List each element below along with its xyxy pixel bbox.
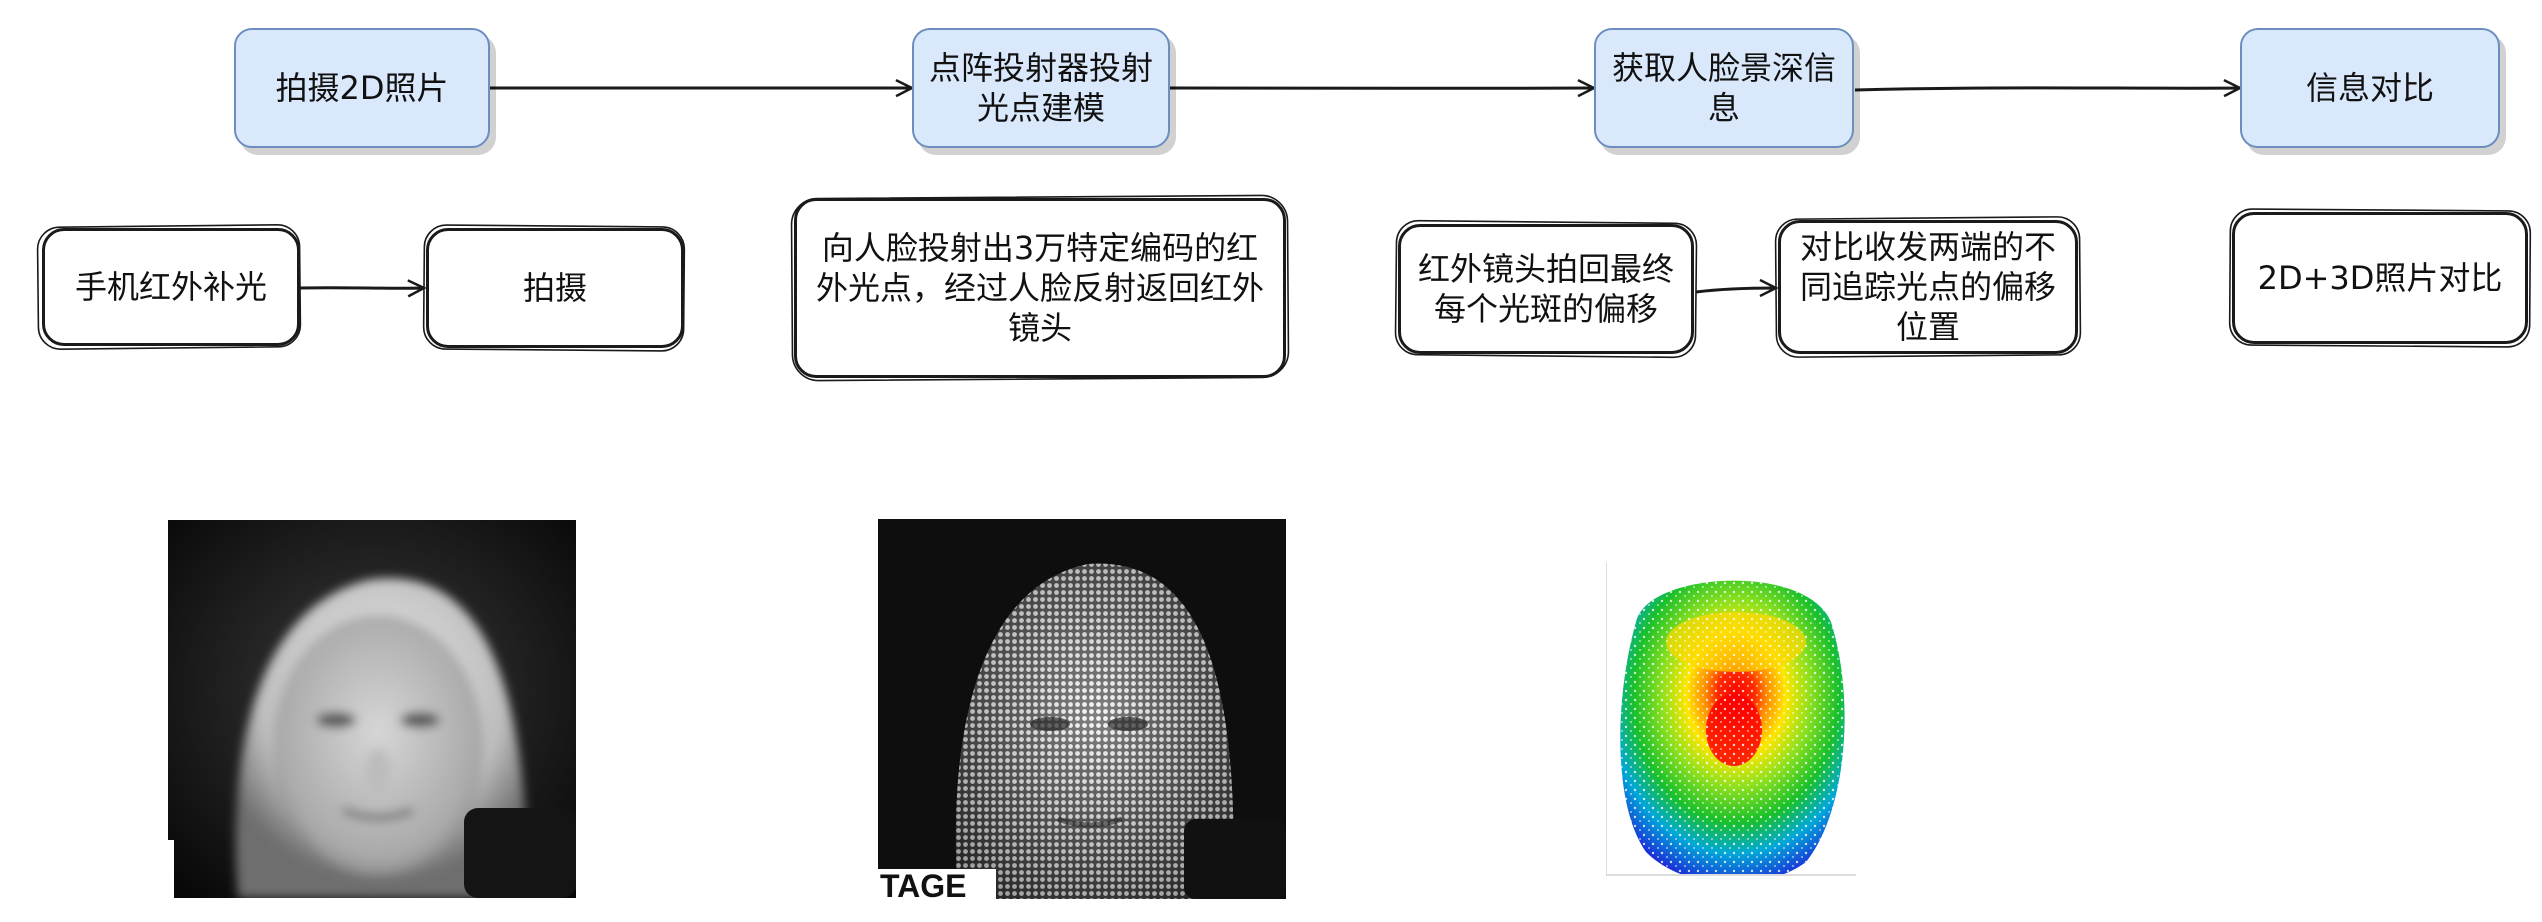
- detail-label: 向人脸投射出3万特定编码的红外光点，经过人脸反射返回红外镜头: [815, 229, 1264, 347]
- sketch-outline-detail-5: [1774, 216, 2082, 358]
- detail-compare-offsets: 对比收发两端的不同追踪光点的偏移位置: [1778, 220, 2078, 354]
- step-label: 信息对比: [2305, 69, 2434, 107]
- depth-heatmap-image: [1606, 562, 1856, 876]
- dot-projection-face-photo: TAGE: [878, 519, 1286, 899]
- step-label: 点阵投射器投射光点建模: [928, 49, 1153, 127]
- dot-photo-caption: TAGE: [880, 868, 967, 899]
- detail-dot-projection: 向人脸投射出3万特定编码的红外光点，经过人脸反射返回红外镜头: [794, 198, 1286, 378]
- step-label: 获取人脸景深信息: [1611, 49, 1836, 127]
- step-get-depth-info: 获取人脸景深信息: [1594, 28, 1854, 148]
- sketch-outline-detail-6: [2228, 208, 2532, 348]
- step-compare-info: 信息对比: [2240, 28, 2500, 148]
- detail-capture: 拍摄: [426, 228, 684, 348]
- sketch-outline-detail-3: [790, 194, 1290, 382]
- detail-label: 手机红外补光: [74, 268, 267, 306]
- arrow-detail4-to-detail5: [1695, 288, 1776, 292]
- sketch-outline-detail-4: [1394, 219, 1698, 359]
- detail-label: 拍摄: [522, 269, 587, 307]
- ir-face-photo: [168, 520, 576, 898]
- detail-label: 对比收发两端的不同追踪光点的偏移位置: [1799, 228, 2056, 346]
- detail-2d-3d-compare: 2D+3D照片对比: [2232, 212, 2528, 344]
- arrow-step1-to-step2: [489, 88, 912, 89]
- detail-label: 红外镜头拍回最终每个光斑的偏移: [1417, 250, 1674, 328]
- step-label: 拍摄2D照片: [275, 69, 449, 107]
- arrow-step2-to-step3: [1169, 88, 1594, 89]
- arrow-detail1-to-detail2: [299, 288, 424, 289]
- step-dot-projector-model: 点阵投射器投射光点建模: [912, 28, 1170, 148]
- detail-ir-camera-offset: 红外镜头拍回最终每个光斑的偏移: [1398, 224, 1694, 354]
- detail-label: 2D+3D照片对比: [2257, 259, 2503, 297]
- detail-ir-fill-light: 手机红外补光: [42, 228, 300, 346]
- step-capture-2d-photo: 拍摄2D照片: [234, 28, 490, 148]
- arrow-step3-to-step4: [1854, 88, 2240, 90]
